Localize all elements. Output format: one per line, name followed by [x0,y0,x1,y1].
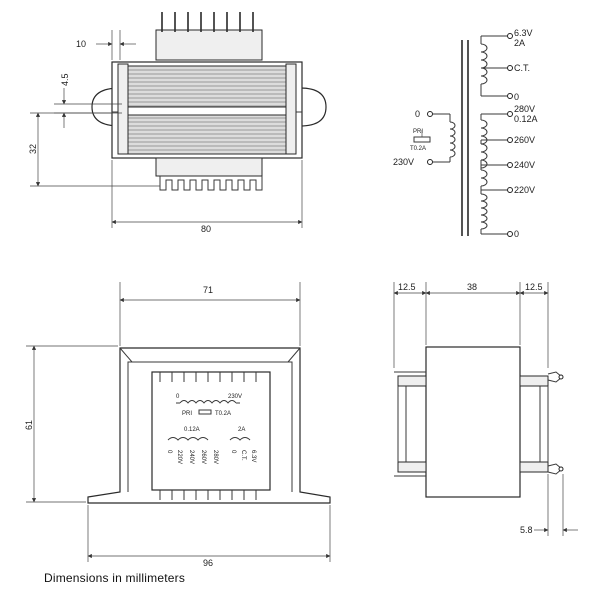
label-lv-tap: 6.3V [250,450,256,462]
front-view: 0 230V PRI T0.2A 0.12A 2A 0 220V 240V 26… [24,282,331,568]
schematic-sec-zero-top: 0 [514,92,519,102]
end-view: 12.5 38 12.5 5.8 [393,282,578,536]
dim-side-pin-offset: 4.5 [60,73,70,86]
schematic-sec-260: 260V [514,135,535,145]
schematic-sec-280: 280V [514,104,535,114]
label-hv-tap: 0 [166,450,172,454]
secondary-lv-winding [480,33,513,99]
schematic-sec-zero-bottom: 0 [514,229,519,239]
schematic-primary-name: PRI [413,129,423,135]
side-view-top-pins [155,12,263,61]
dim-end-tab: 5.8 [520,525,533,535]
label-pri-zero: 0 [176,394,180,400]
label-hv-tap: 240V [188,450,194,464]
label-hv-tap: 280V [212,450,218,464]
schematic-sec-2a: 2A [514,38,525,48]
primary-winding [413,111,456,165]
schematic-sec-012a: 0.12A [514,114,538,124]
dim-end-right: 12.5 [525,282,543,292]
secondary-hv-winding [480,111,513,237]
label-lv-current: 2A [238,427,245,433]
label-hv-taps: 0 220V 240V 260V 280V [166,450,218,464]
label-pri-fuse: T0.2A [215,411,231,417]
dim-front-height: 61 [24,420,34,430]
side-view: 10 4.5 32 80 [28,12,327,234]
schematic-sec-220: 220V [514,185,535,195]
end-view-core [425,346,521,498]
schematic-sec-240: 240V [514,160,535,170]
label-hv-current: 0.12A [184,427,200,433]
label-lv-taps: 0 C.T. 6.3V [230,450,256,462]
label-hv-tap: 260V [200,450,206,464]
front-view-label-panel [151,371,271,491]
caption: Dimensions in millimeters [44,571,186,585]
dim-end-left: 12.5 [398,282,416,292]
dim-front-width: 71 [203,285,213,295]
side-view-bottom-pins [159,176,263,191]
dim-side-height: 32 [28,144,38,154]
label-lv-tap: C.T. [240,450,246,461]
schematic-primary-230: 230V [393,157,414,167]
schematic-sec-ct: C.T. [514,63,530,73]
label-lv-tap: 0 [230,450,236,454]
dim-side-top-offset: 10 [76,39,86,49]
label-hv-tap: 220V [176,450,182,464]
schematic-primary-zero: 0 [415,109,420,119]
schematic: 0 PRI T0.2A 230V 6.3V 2A C.T. 0 [393,28,538,239]
schematic-sec-6v3: 6.3V [514,28,533,38]
label-pri-name: PRI [182,411,192,417]
dim-side-width: 80 [201,224,211,234]
schematic-primary-fuse: T0.2A [410,146,426,152]
label-pri-230: 230V [228,394,242,400]
dim-front-base-width: 96 [203,558,213,568]
dim-end-mid: 38 [467,282,477,292]
